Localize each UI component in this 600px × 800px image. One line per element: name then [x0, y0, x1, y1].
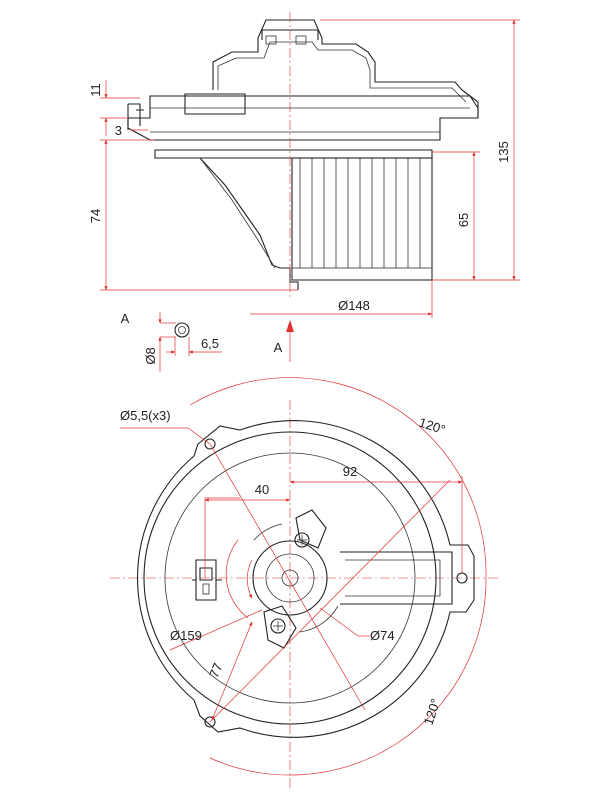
- hub-bracket-top: [295, 509, 327, 549]
- housing-ring: [143, 431, 437, 725]
- angle-bottom-label: 120°: [421, 697, 444, 727]
- dim-40-label: 40: [255, 482, 269, 497]
- side-view: 11 3 74 65 135 Ø148: [88, 12, 520, 318]
- connector-tab-inner: [345, 559, 441, 597]
- fan-cone-inner: [199, 157, 276, 269]
- fan-cone: [178, 157, 299, 290]
- flange-outline: [137, 420, 475, 738]
- lower-plate: [154, 149, 433, 159]
- mount-hole: [204, 438, 216, 450]
- fan-drum: [291, 157, 433, 281]
- bolt-circle-arc-bottom: [209, 577, 487, 776]
- dim-3-label: 3: [115, 123, 122, 138]
- connector-plug: [192, 559, 222, 601]
- construction-line: [209, 443, 366, 711]
- hub-outer: [252, 540, 328, 616]
- dim-159-label: Ø159: [170, 628, 202, 643]
- construction-line: [209, 479, 451, 723]
- dim-74-label: 74: [88, 209, 103, 223]
- screw-icon: [270, 618, 286, 634]
- motor-housing-inner: [217, 41, 467, 103]
- dim-11-label: 11: [88, 83, 103, 97]
- hub-arc: [299, 605, 339, 633]
- motor-housing: [212, 19, 479, 118]
- plan-view: Ø5,5(x3) 120° 120° 92 40 Ø159 Ø74 77: [110, 377, 500, 790]
- screw-icon: [294, 532, 310, 548]
- dim-148-label: Ø148: [338, 298, 370, 313]
- shaft: [281, 569, 299, 587]
- terminal-pin: [265, 35, 277, 45]
- fan-drum-ring: [291, 267, 433, 281]
- detail-a-pin: [174, 322, 190, 338]
- detail-a-pin-inner: [178, 326, 186, 334]
- mount-hole: [204, 716, 216, 728]
- connector-block: [184, 93, 246, 115]
- bolt-circle-arc-top: [189, 377, 487, 579]
- view-arrow-head: [286, 320, 294, 332]
- holes-leader: [187, 427, 211, 445]
- housing-inner-ring: [164, 452, 416, 704]
- detail-a: A Ø8 6,5: [121, 311, 222, 372]
- dim-92-label: 92: [343, 464, 357, 479]
- view-arrow-a: A: [274, 320, 294, 362]
- rotation-arc: [225, 539, 249, 619]
- angle-top-label: 120°: [417, 415, 447, 438]
- dia74-leader: [319, 607, 359, 637]
- detail-a-label: A: [121, 311, 130, 326]
- view-arrow-label: A: [274, 340, 283, 355]
- dim-74-plan-label: Ø74: [370, 628, 395, 643]
- dim-77-line: [211, 621, 253, 721]
- rotation-arrow: [246, 559, 253, 599]
- connector-pin: [202, 583, 210, 595]
- hub-arc: [253, 523, 283, 541]
- holes-label: Ø5,5(x3): [120, 408, 171, 423]
- hub-bracket-bottom: [263, 605, 297, 649]
- dim-77-label: 77: [206, 661, 225, 680]
- hub-inner: [265, 553, 315, 603]
- connector-tab: [340, 551, 453, 605]
- flange: [127, 95, 479, 141]
- dim-8-label: Ø8: [143, 347, 158, 364]
- fan-blades: [299, 158, 421, 268]
- dim-65-label: 65: [456, 213, 471, 227]
- terminal-pin: [295, 35, 307, 45]
- dim-135-label: 135: [496, 141, 511, 163]
- dim-6-5-label: 6,5: [201, 336, 219, 351]
- flange-clip: [127, 103, 144, 130]
